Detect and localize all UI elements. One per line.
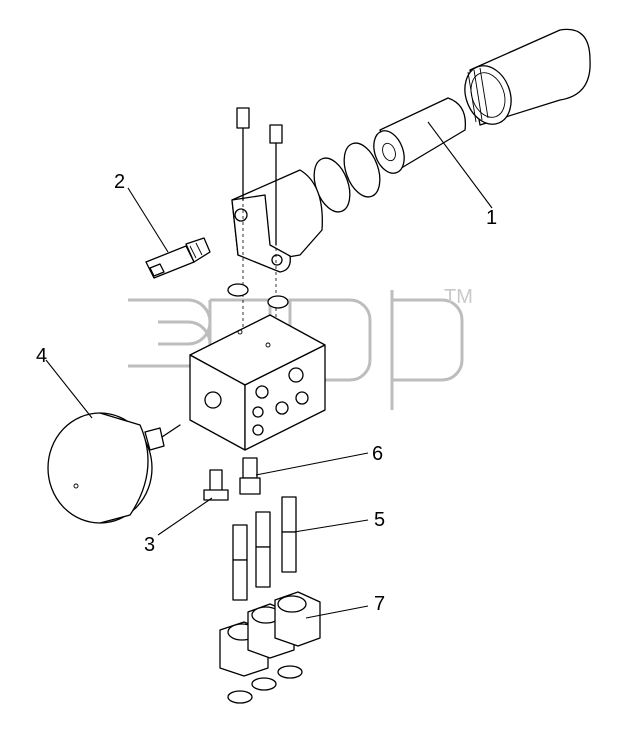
- leader-1: [427, 121, 493, 209]
- trademark-symbol: TM: [444, 286, 473, 308]
- callout-1: 1: [486, 207, 498, 229]
- leader-3: [157, 497, 213, 536]
- pressure-switch-part-2: [145, 237, 211, 279]
- valve-block: [189, 314, 326, 451]
- solenoid-valves-part-5: [232, 496, 297, 601]
- callout-4: 4: [36, 345, 48, 367]
- cartridge-part-6: [239, 457, 261, 495]
- accumulator-part-4: [47, 412, 181, 524]
- leader-7: [305, 605, 369, 619]
- watermark-logo: [128, 290, 464, 410]
- leader-lines: [45, 121, 493, 619]
- leader-2: [127, 187, 169, 253]
- callout-5: 5: [374, 509, 386, 531]
- callout-3: 3: [144, 534, 156, 556]
- filter-head: [227, 107, 323, 350]
- callout-6: 6: [372, 443, 384, 465]
- leader-4: [45, 359, 93, 419]
- leader-5: [293, 519, 369, 533]
- filter-housing-part-1: [313, 28, 591, 213]
- leader-6: [255, 452, 369, 476]
- fitting-part-3: [203, 469, 229, 501]
- callout-2: 2: [114, 171, 126, 193]
- callout-7: 7: [374, 593, 386, 615]
- coils-part-7: [219, 591, 321, 704]
